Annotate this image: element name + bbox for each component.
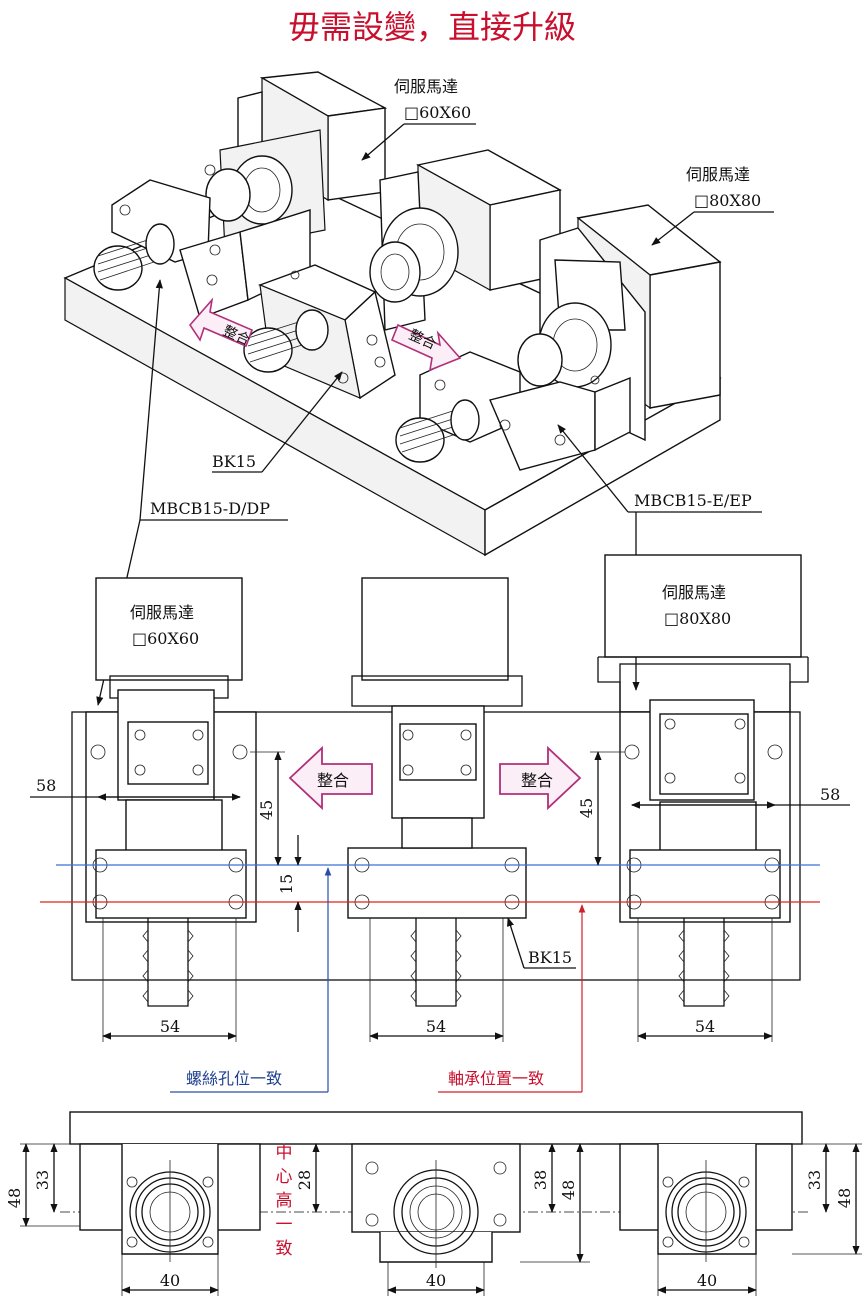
dim-54-right-text: 54 xyxy=(695,1017,715,1036)
iso-label-bk15: BK15 xyxy=(212,371,343,473)
front-bk15-text: BK15 xyxy=(528,948,572,967)
front-arrow-left-label: 整合 xyxy=(317,771,349,790)
iso-label-mbcb-e: MBCB15-E/EP xyxy=(557,424,762,691)
dim-48-right-text: 48 xyxy=(835,1188,854,1208)
side-block-middle xyxy=(351,1143,521,1268)
dim-40-right: 40 xyxy=(657,1254,757,1296)
dim-15-text: 15 xyxy=(277,874,296,894)
note-bearing-position: 軸承位置一致 xyxy=(438,904,586,1093)
dim-45-right-text: 45 xyxy=(577,798,596,818)
dim-40-mid: 40 xyxy=(387,1262,485,1296)
dim-33-right-text: 33 xyxy=(805,1170,824,1190)
front-arrow-right-label: 整合 xyxy=(521,771,553,790)
dim-45-right: 45 xyxy=(577,751,625,866)
iso-arrow-left: 整合 xyxy=(188,297,254,349)
iso-motor-small-name: 伺服馬達 xyxy=(394,77,458,96)
dim-33-left-text: 33 xyxy=(33,1170,52,1190)
iso-bk15-text: BK15 xyxy=(212,452,256,471)
note-center-height-char-4: 一 xyxy=(276,1215,293,1235)
iso-motor-large-size: □80X80 xyxy=(694,191,761,210)
dim-54-right: 54 xyxy=(637,918,773,1042)
note-screw-holes: 螺絲孔位一致 xyxy=(170,867,332,1093)
iso-label-motor-large: 伺服馬達 □80X80 xyxy=(651,165,774,246)
front-support-right xyxy=(619,699,791,1007)
note-center-height-char-3: 高 xyxy=(276,1191,293,1211)
iso-right-assembly xyxy=(395,302,631,471)
front-motor-small xyxy=(95,577,243,681)
side-view: 48 33 28 中 心 高 一 致 38 48 xyxy=(5,1111,862,1296)
iso-mbcb-d-text: MBCB15-D/DP xyxy=(150,499,270,518)
dim-58-left: 58 xyxy=(30,776,241,801)
iso-label-motor-small: 伺服馬達 □60X60 xyxy=(361,77,476,161)
iso-middle-assembly xyxy=(243,149,562,400)
dim-58-right-text: 58 xyxy=(820,785,840,804)
note-center-height-char-5: 致 xyxy=(276,1239,293,1259)
dim-40-left-text: 40 xyxy=(160,1271,180,1290)
dim-40-left: 40 xyxy=(121,1254,219,1296)
dim-54-left: 54 xyxy=(102,918,237,1042)
front-motor-middle xyxy=(361,577,509,681)
dim-48-right: 48 xyxy=(835,1143,860,1255)
side-top-plate xyxy=(69,1111,803,1145)
dim-58-right: 58 xyxy=(631,785,850,809)
dim-45-left: 45 xyxy=(250,751,285,866)
dim-28: 28 xyxy=(295,1143,320,1213)
front-motor-large xyxy=(604,554,802,658)
dim-54-left-text: 54 xyxy=(160,1017,180,1036)
front-arrow-right: 整合 xyxy=(499,745,582,811)
dim-48-mid-text: 48 xyxy=(559,1180,578,1200)
side-block-left xyxy=(79,1143,261,1262)
note-center-height: 中 心 高 一 致 xyxy=(276,1143,293,1259)
dim-15: 15 xyxy=(277,835,302,932)
dim-40-mid-text: 40 xyxy=(426,1271,446,1290)
front-label-bk15: BK15 xyxy=(507,917,576,969)
isometric-view: 整合 整合 伺服馬達 □60X60 伺服馬達 □80X80 BK15 MBCB1… xyxy=(63,71,774,706)
dim-33-right: 33 xyxy=(792,1143,862,1255)
dim-58-left-text: 58 xyxy=(36,776,56,795)
note-center-height-char-1: 中 xyxy=(276,1143,293,1163)
page-title: 毋需設變，直接升級 xyxy=(288,8,576,46)
front-arrow-left: 整合 xyxy=(288,745,373,811)
dim-28-text: 28 xyxy=(295,1170,314,1190)
front-motor-small-size: □60X60 xyxy=(132,629,199,648)
dim-48-left: 48 xyxy=(5,1143,80,1227)
front-motor-small-name: 伺服馬達 xyxy=(130,603,194,622)
dim-33-left: 33 xyxy=(33,1143,58,1213)
dim-45-left-text: 45 xyxy=(257,800,276,820)
note-center-height-char-2: 心 xyxy=(276,1167,293,1187)
iso-motor-small-size: □60X60 xyxy=(404,103,471,122)
front-motor-large-name: 伺服馬達 xyxy=(662,583,726,602)
front-motor-large-size: □80X80 xyxy=(664,609,731,628)
dim-54-mid-text: 54 xyxy=(426,1017,446,1036)
iso-motor-large-name: 伺服馬達 xyxy=(686,165,750,184)
dim-54-mid: 54 xyxy=(369,918,504,1042)
side-block-right xyxy=(619,1143,793,1262)
dim-40-right-text: 40 xyxy=(697,1271,717,1290)
note-screw-holes-text: 螺絲孔位一致 xyxy=(186,1069,282,1088)
note-bearing-position-text: 軸承位置一致 xyxy=(448,1069,544,1088)
dim-38-text: 38 xyxy=(531,1170,550,1190)
dim-48-left-text: 48 xyxy=(5,1188,24,1208)
dim-48-mid: 48 xyxy=(559,1143,584,1263)
front-view: 伺服馬達 □60X60 伺服馬達 □80X80 整合 整合 58 58 45 xyxy=(30,554,850,1093)
front-support-left xyxy=(85,689,257,1007)
iso-mbcb-e-text: MBCB15-E/EP xyxy=(634,491,752,510)
iso-left-assembly xyxy=(93,155,311,319)
front-support-middle xyxy=(347,705,527,1007)
